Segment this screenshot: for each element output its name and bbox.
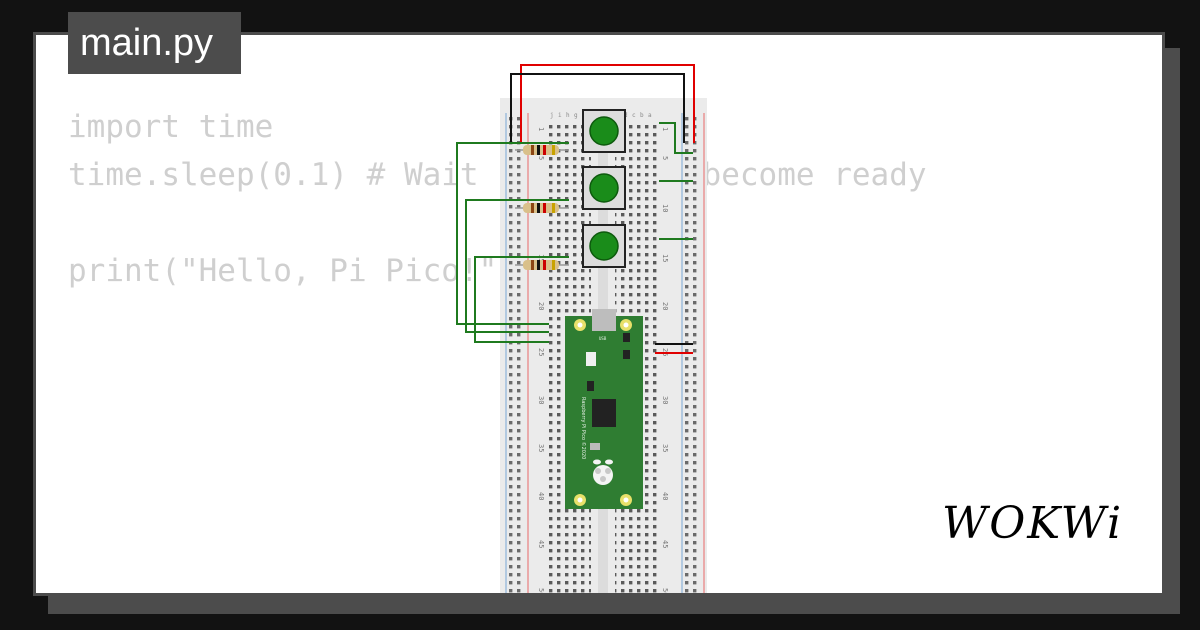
- row-label: 30: [661, 396, 669, 404]
- code-line-4: print("Hello, Pi Pico!"): [68, 253, 516, 289]
- row-label: 40: [537, 492, 545, 500]
- column-letter: h: [566, 112, 570, 119]
- ground-wire-black: [510, 73, 685, 143]
- rp2040-chip: [592, 399, 616, 427]
- resistor: [515, 260, 569, 270]
- signal-wires: [456, 142, 569, 343]
- row-label: 15: [661, 254, 669, 262]
- pico-board: USB Raspberry Pi Pico ©2020: [565, 309, 643, 509]
- usb-label: USB: [599, 336, 607, 341]
- column-letter: b: [640, 112, 644, 119]
- row-label: 50: [537, 588, 545, 596]
- column-letter: j: [550, 112, 554, 119]
- row-label: 1: [661, 127, 669, 131]
- row-label: 50: [661, 588, 669, 596]
- row-label: 10: [661, 204, 669, 212]
- pushbutton[interactable]: [582, 224, 626, 268]
- wokwi-logo: WOKWi: [942, 498, 1120, 548]
- bootsel-button[interactable]: [586, 352, 596, 366]
- preview-panel: import time time.sleep(0.1) # Wait for U…: [33, 32, 1165, 596]
- row-label: 5: [661, 156, 669, 160]
- row-label: 1: [537, 127, 545, 131]
- row-label: 5: [537, 156, 545, 160]
- row-label: 20: [537, 302, 545, 310]
- row-label: 45: [537, 540, 545, 548]
- usb-port: [592, 309, 616, 331]
- code-line-1: import time: [68, 109, 274, 145]
- circuit-diagram: 1 5 10 15 20 25 30 35 40 45 50 1 5 10 15…: [456, 64, 707, 596]
- raspberry-icon: [593, 459, 613, 485]
- resistor: [515, 203, 569, 213]
- row-label: 40: [661, 492, 669, 500]
- column-letter: i: [558, 112, 562, 119]
- row-label: 35: [537, 444, 545, 452]
- row-label: 45: [661, 540, 669, 548]
- column-letter: g: [574, 112, 578, 119]
- power-wire-red: [520, 64, 695, 143]
- column-letter: a: [648, 112, 652, 119]
- button-wires: [659, 122, 693, 240]
- row-label: 15: [537, 254, 545, 262]
- resistor: [515, 145, 569, 155]
- row-label: 30: [537, 396, 545, 404]
- row-label: 35: [661, 444, 669, 452]
- pushbutton[interactable]: [582, 166, 626, 210]
- column-letter: c: [632, 112, 636, 119]
- pico-board-text: Raspberry Pi Pico ©2020: [580, 397, 587, 459]
- file-tab[interactable]: main.py: [68, 12, 241, 74]
- row-label: 20: [661, 302, 669, 310]
- pushbutton[interactable]: [582, 109, 626, 153]
- wokwi-logo-text: WOKWi: [942, 498, 1120, 548]
- row-label: 25: [537, 348, 545, 356]
